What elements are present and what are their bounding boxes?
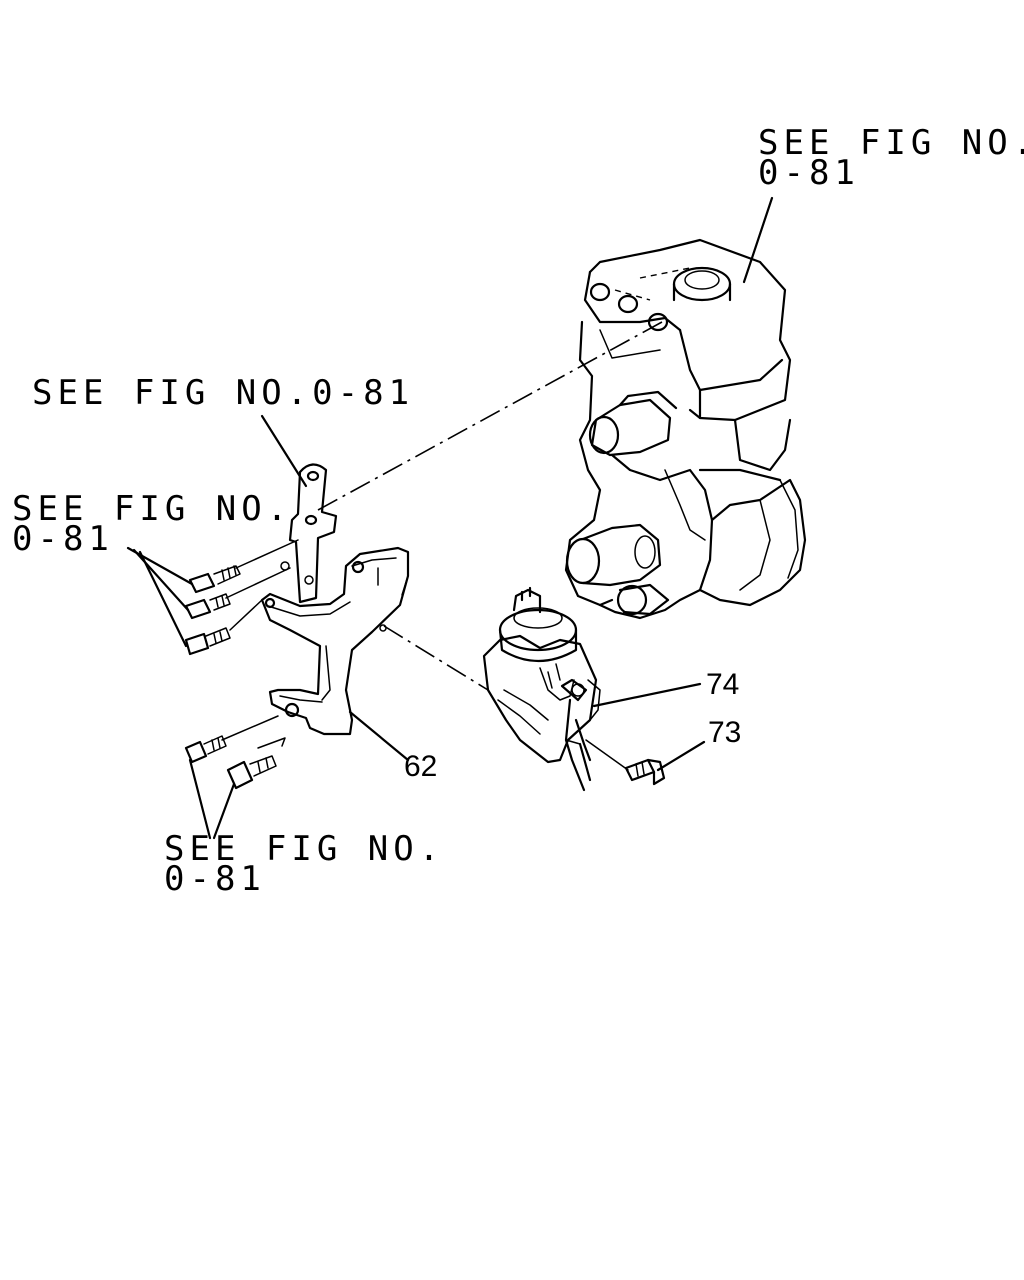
bolts-lower (184, 735, 286, 790)
bolts-upper-left (184, 565, 241, 656)
bolt-73 (624, 758, 666, 786)
part-number-62: 62 (404, 750, 438, 783)
ref-label-bottom-bolts: SEE FIG NO. 0-81 (164, 829, 445, 899)
actuator-74 (482, 586, 601, 792)
engine-housing (564, 238, 807, 620)
leader-lines (126, 196, 774, 840)
ref-label-mid-left: SEE FIG NO.0-81 (32, 373, 415, 413)
part-number-73: 73 (708, 716, 742, 749)
bracket-62 (260, 546, 410, 736)
ref-label-left-bolts: SEE FIG NO. 0-81 (12, 489, 293, 559)
ref-label-top-right: SEE FIG NO. 0-81 (758, 123, 1024, 193)
part-number-74: 74 (706, 668, 740, 701)
center-lines (221, 321, 663, 771)
